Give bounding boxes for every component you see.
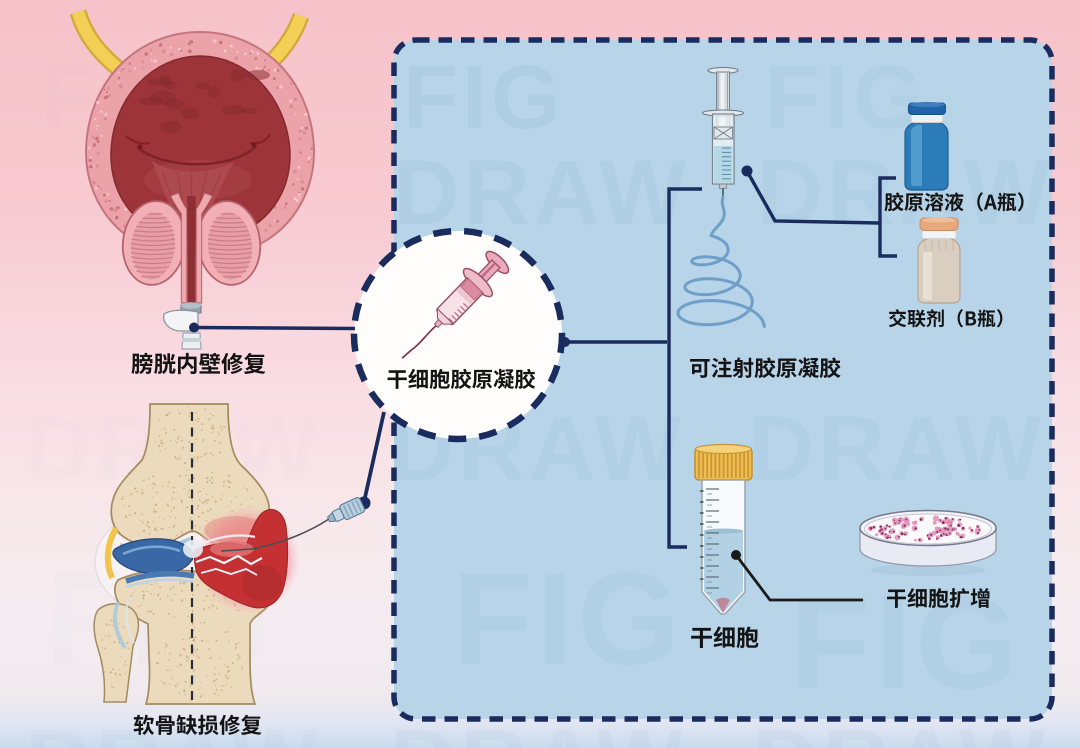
svg-text:FIG: FIG (765, 48, 927, 148)
svg-text:FIG: FIG (403, 48, 565, 148)
svg-text:FIG: FIG (452, 545, 684, 692)
svg-text:DRAW: DRAW (393, 142, 690, 244)
svg-text:DRAW: DRAW (757, 142, 1054, 244)
svg-text:DRAW: DRAW (25, 711, 322, 748)
svg-text:DRAW: DRAW (748, 398, 1045, 500)
svg-text:FIG: FIG (790, 569, 1022, 716)
